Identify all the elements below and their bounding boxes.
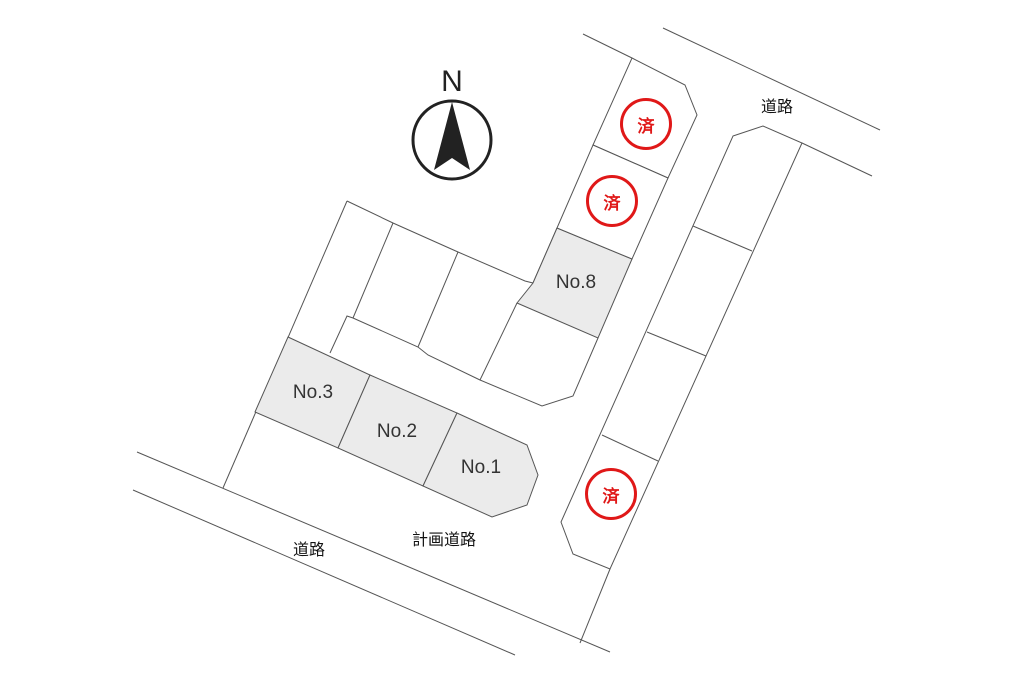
lot-divider [646, 331, 707, 357]
lot-divider [479, 302, 518, 381]
lot-no3-label: No.3 [292, 382, 334, 403]
road-edge-top-1 [582, 33, 633, 59]
lot-no8-label: No.8 [555, 272, 597, 293]
north-label: N [441, 65, 463, 98]
lot-no1[interactable] [422, 412, 539, 518]
sold-mark: 済 [586, 175, 638, 227]
lot-divider [352, 222, 394, 319]
road-label-bottom-left: 道路 [292, 540, 326, 559]
lot-divider [692, 225, 753, 252]
block-top-edge [346, 200, 558, 284]
road-edge-top-2 [662, 27, 881, 131]
lot-no1-label: No.1 [460, 457, 502, 478]
sold-mark: 済 [620, 98, 672, 150]
planned-road-label: 計画道路 [411, 530, 477, 549]
road-label-top-right: 道路 [760, 97, 794, 116]
north-arrow-icon [411, 99, 493, 181]
block-inner-edge [329, 315, 599, 407]
road-edge-bottom-2 [132, 489, 516, 656]
lot-no2-label: No.2 [376, 421, 418, 442]
sold-mark: 済 [585, 468, 637, 520]
road-edge-bottom-1 [136, 451, 611, 653]
lot-divider [417, 251, 459, 348]
lot-edge [579, 568, 611, 644]
road-edge-top-3 [801, 142, 873, 177]
lot-divider [601, 434, 659, 462]
